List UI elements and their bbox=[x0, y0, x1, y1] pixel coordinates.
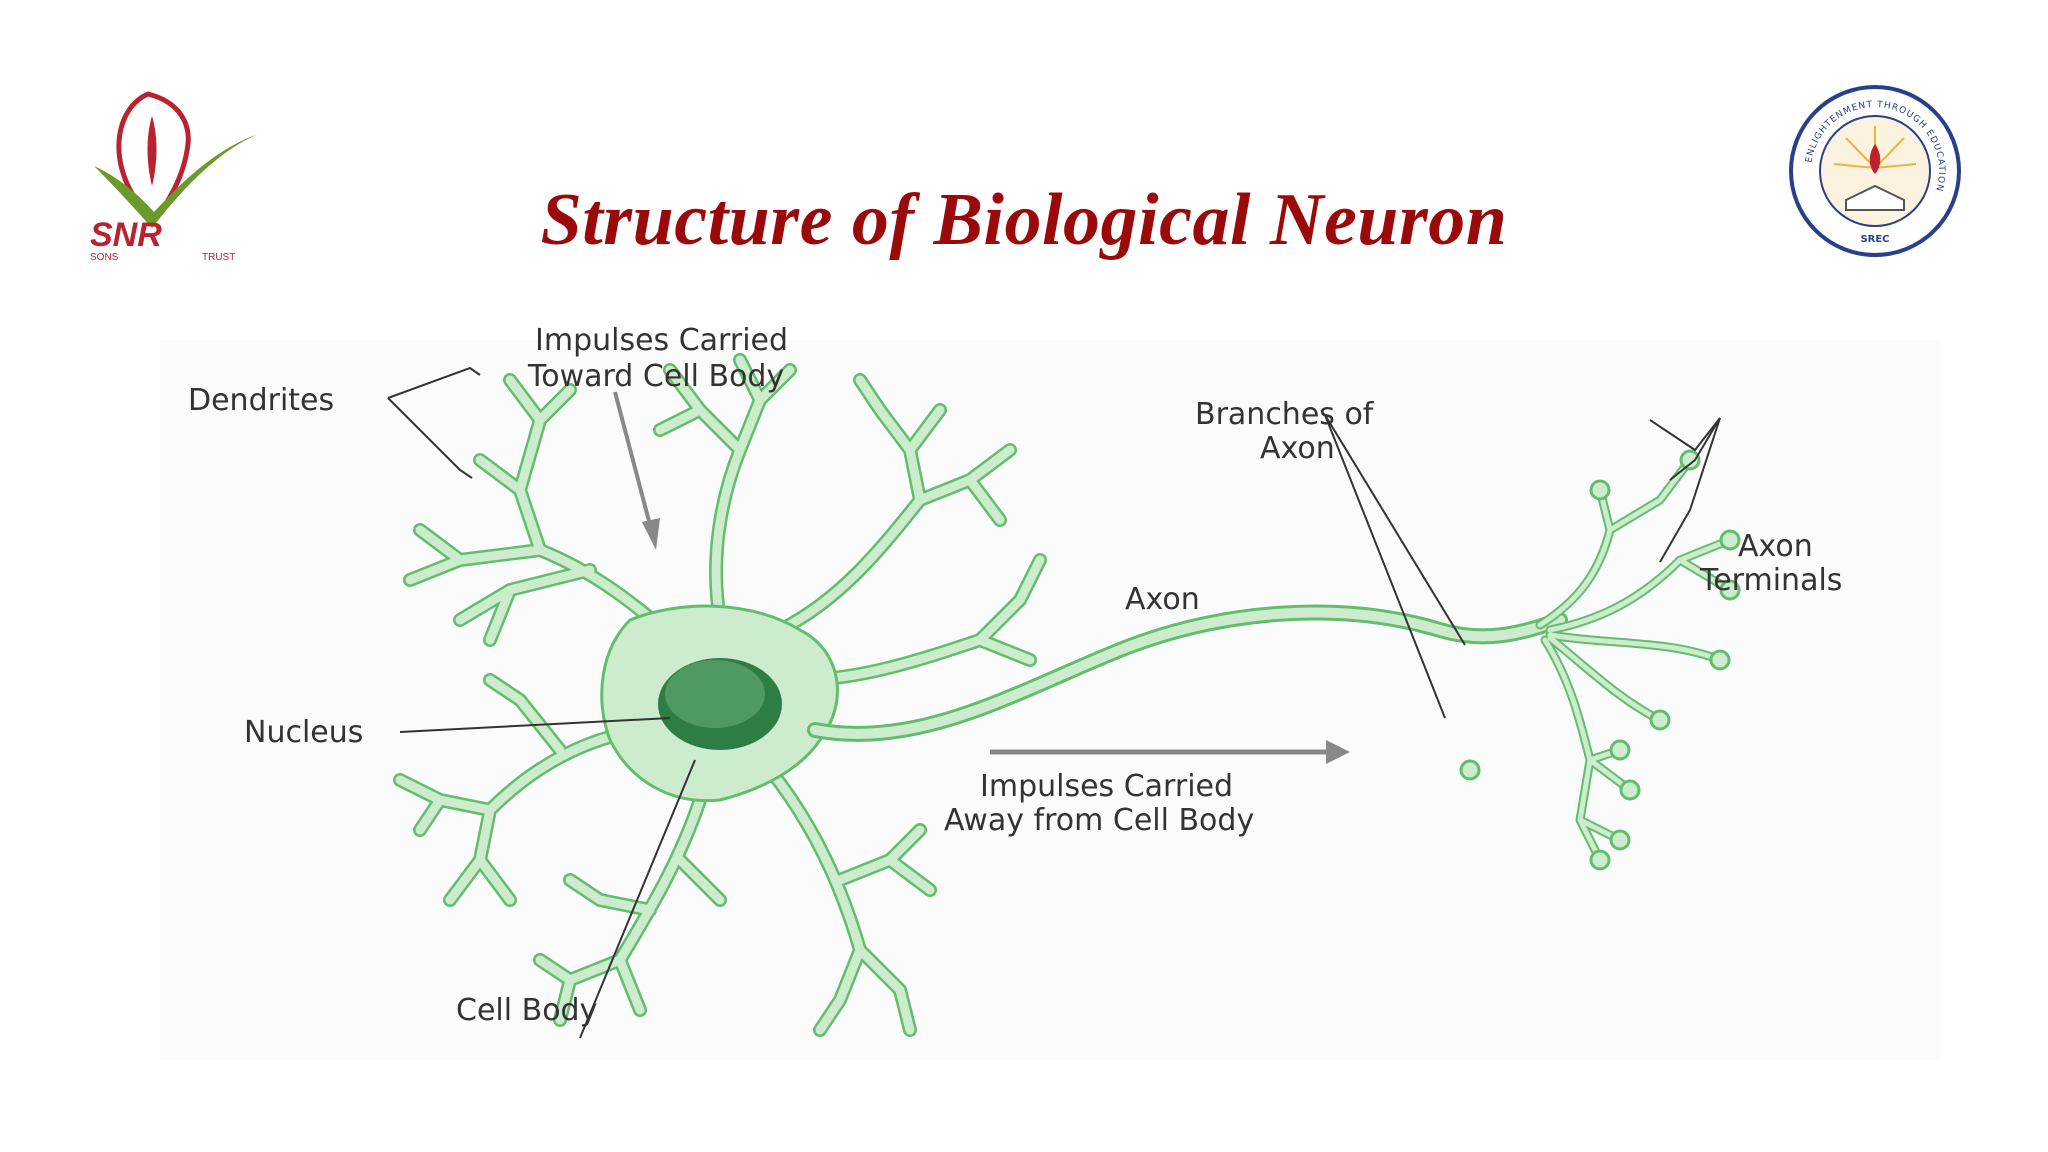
axon-terminal-bulb bbox=[1609, 739, 1631, 761]
axon-terminal-bulb bbox=[1649, 709, 1671, 731]
label-branches-of-axon-line2: Axon bbox=[1260, 431, 1335, 466]
axon-terminal-bulb bbox=[1589, 849, 1611, 871]
label-axon-terminals-line1: Axon bbox=[1738, 529, 1813, 564]
impulse-away-arrow bbox=[990, 740, 1350, 764]
dendrites-leader-bottom bbox=[387, 397, 473, 479]
label-axon-terminals-line2: Terminals bbox=[1699, 563, 1842, 598]
label-impulses-toward-line1: Impulses Carried bbox=[535, 323, 788, 358]
label-impulses-away-line2: Away from Cell Body bbox=[944, 803, 1254, 838]
dendrite-outline bbox=[393, 353, 1047, 1037]
neuron-diagram: Impulses Carried Toward Cell Body Dendri… bbox=[160, 323, 1940, 1060]
axon-terminal-bulb bbox=[1719, 529, 1741, 551]
axon-terminal-bulb bbox=[1709, 649, 1731, 671]
label-branches-of-axon-line1: Branches of bbox=[1195, 397, 1375, 432]
axon-branch-fill bbox=[1547, 635, 1663, 723]
branches-leader-1 bbox=[1324, 414, 1466, 646]
diagram-background bbox=[160, 340, 1940, 1060]
dendrite-fill bbox=[405, 375, 675, 645]
snr-logo-trust: TRUST bbox=[202, 252, 235, 263]
page-title: Structure of Biological Neuron bbox=[540, 179, 1508, 261]
terminals-leader-2 bbox=[1649, 417, 1721, 452]
snr-logo-sons: SONS bbox=[90, 252, 119, 263]
dendrite-fill bbox=[535, 795, 725, 1025]
dendrite-fill bbox=[655, 355, 795, 625]
axon-terminals bbox=[1459, 449, 1741, 871]
axon-terminal-bulb bbox=[1719, 579, 1741, 601]
axon-terminal-bulb bbox=[1619, 779, 1641, 801]
label-impulses-toward-line2: Toward Cell Body bbox=[527, 359, 784, 394]
label-impulses-away-line1: Impulses Carried bbox=[980, 769, 1233, 804]
dendrite-fill bbox=[795, 555, 1045, 685]
dendrite-fill bbox=[765, 765, 935, 1035]
axon-terminal-bulb bbox=[1589, 479, 1611, 501]
terminals-leader-1 bbox=[1669, 417, 1721, 481]
nucleus-highlight bbox=[665, 660, 765, 728]
srec-seal-text: SREC bbox=[1860, 234, 1889, 245]
axon-terminal-bulb bbox=[1609, 829, 1631, 851]
leader-lines bbox=[387, 366, 1721, 1039]
cell-body-leader bbox=[579, 759, 696, 1039]
axon-branch-fill bbox=[1547, 632, 1723, 663]
impulse-toward-arrow bbox=[613, 391, 660, 550]
label-dendrites: Dendrites bbox=[188, 383, 334, 418]
label-cell-body: Cell Body bbox=[456, 993, 597, 1028]
nucleus-leader bbox=[399, 717, 671, 733]
terminals-leader-3 bbox=[1659, 417, 1721, 563]
snr-logo: SNR SONS TRUST bbox=[90, 91, 258, 263]
axon-branch-fill bbox=[1542, 637, 1633, 863]
dendrites-leader-top bbox=[387, 366, 481, 399]
axon-terminal-bulb bbox=[1679, 449, 1701, 471]
axon-terminal-bulb bbox=[1459, 759, 1481, 781]
axon-fill bbox=[810, 607, 1565, 739]
label-nucleus: Nucleus bbox=[244, 715, 363, 750]
dendrites bbox=[393, 353, 1047, 1037]
branches-leader-2 bbox=[1324, 414, 1446, 719]
dendrite-fill bbox=[775, 375, 1015, 635]
srec-seal-logo: ENLIGHTENMENT THROUGH EDUCATION SREC bbox=[1789, 85, 1961, 257]
axon-branch-fill bbox=[1537, 457, 1693, 628]
snr-logo-text: SNR bbox=[90, 216, 162, 254]
label-axon: Axon bbox=[1125, 582, 1200, 617]
